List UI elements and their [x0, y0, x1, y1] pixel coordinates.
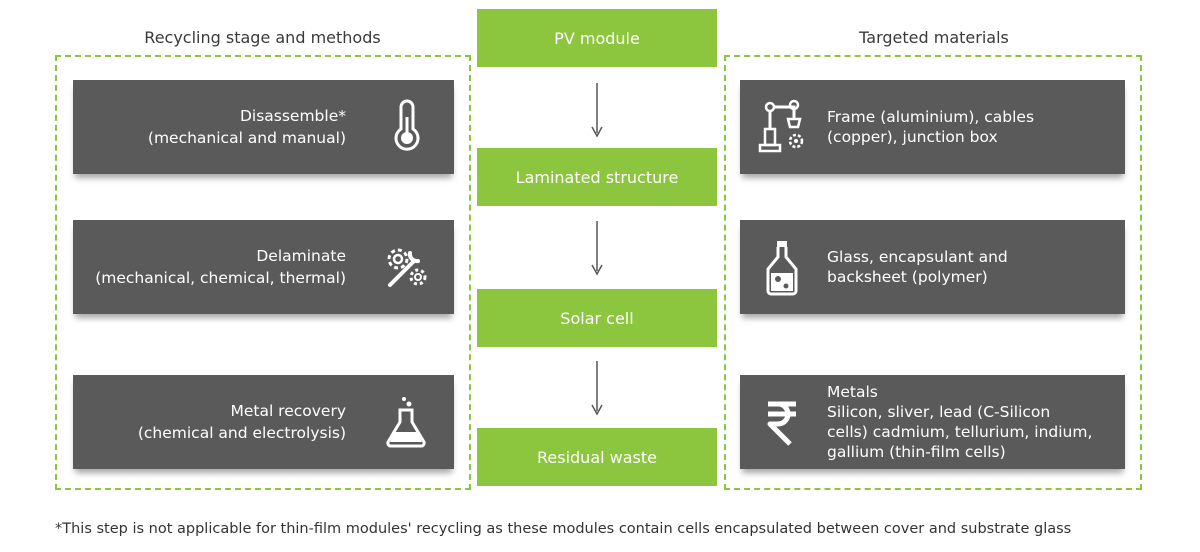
stage-card-disassemble: Disassemble* (mechanical and manual) [73, 80, 454, 174]
material-line: gallium (thin-film cells) [827, 443, 1006, 461]
material-line: Frame (aluminium), cables [827, 108, 1035, 126]
flow-arrow [591, 361, 603, 416]
material-card-glass: Glass, encapsulant and backsheet (polyme… [740, 220, 1125, 314]
material-line: Silicon, sliver, lead (C-Silicon [827, 403, 1051, 421]
rupee-icon [767, 401, 796, 446]
material-line: (copper), junction box [827, 128, 998, 146]
flow-step-laminated-structure: Laminated structure [477, 148, 717, 206]
left-column-heading: Recycling stage and methods [144, 28, 381, 47]
flow-arrow [591, 83, 603, 138]
material-line: backsheet (polymer) [827, 268, 988, 286]
stage-card-delaminate: Delaminate (mechanical, chemical, therma… [73, 220, 454, 314]
bottle-icon [766, 241, 798, 296]
footnote: *This step is not applicable for thin-fi… [55, 521, 1072, 537]
flow-step-solar-cell: Solar cell [477, 289, 717, 347]
material-card-frame: Frame (aluminium), cables (copper), junc… [740, 80, 1125, 174]
stage-title: Disassemble* [239, 107, 346, 125]
flow-step-pv-module: PV module [477, 9, 717, 67]
robot-arm-icon [758, 99, 804, 153]
stage-card-metal-recovery: Metal recovery (chemical and electrolysi… [73, 375, 454, 469]
stage-methods: (mechanical and manual) [147, 129, 346, 147]
materials-panel [724, 55, 1142, 490]
flow-arrow [591, 221, 603, 276]
material-line: Metals [827, 383, 878, 401]
stage-title: Delaminate [256, 247, 346, 265]
flow-step-residual-waste: Residual waste [477, 428, 717, 486]
material-line: cells) cadmium, tellurium, indium, [827, 423, 1093, 441]
stage-methods: (chemical and electrolysis) [137, 424, 346, 442]
stage-methods: (mechanical, chemical, thermal) [95, 269, 346, 287]
flask-icon [386, 397, 426, 448]
stage-title: Metal recovery [230, 402, 346, 420]
stages-panel [55, 55, 471, 490]
thermometer-icon [394, 99, 420, 151]
material-line: Glass, encapsulant and [827, 248, 1008, 266]
gear-wrench-icon [387, 248, 427, 287]
material-card-metals: Metals Silicon, sliver, lead (C-Silicon … [740, 375, 1125, 469]
right-column-heading: Targeted materials [859, 28, 1009, 47]
